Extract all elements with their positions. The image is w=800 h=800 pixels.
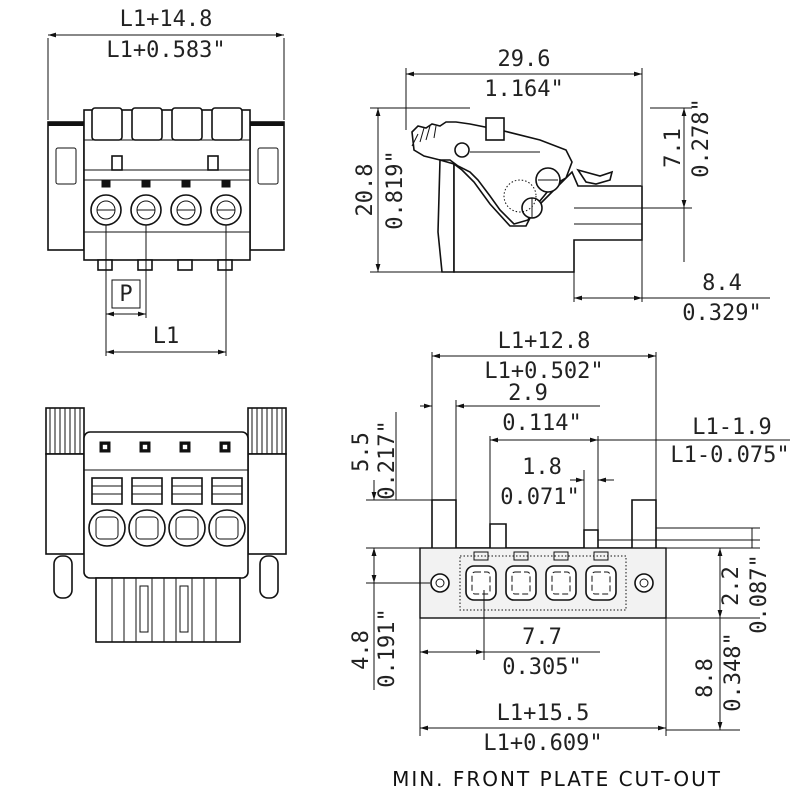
side-view: 29.6 1.164" 20.8 0.819" 7.1 (353, 47, 770, 326)
dim-cutout-ear-in: 0.114" (502, 411, 581, 436)
dim-cutout-hole-in: 0.087" (747, 554, 772, 633)
front-view: L1+14.8 L1+0.583" (47, 7, 285, 356)
right-ribbed-latch (247, 407, 287, 555)
dim-pitch: P (119, 282, 132, 307)
dim-side-depth-in: 0.329" (682, 301, 761, 326)
dim-side-height-mm: 20.8 (353, 164, 378, 217)
dim-cutout-step-mm: 1.8 (522, 455, 562, 480)
dim-cutout-total-h-in: 0.348" (721, 632, 746, 711)
dim-side-depth-mm: 8.4 (702, 271, 742, 296)
dim-cutout-base-in: L1+0.609" (483, 731, 602, 756)
dim-front-width-mm: L1+14.8 (120, 7, 213, 32)
cutout-caption: MIN. FRONT PLATE CUT-OUT (392, 767, 722, 791)
dim-side-flange-mm: 7.1 (661, 128, 686, 168)
dim-l1: L1 (153, 324, 180, 349)
dim-cutout-slot-mm: L1-1.9 (692, 415, 771, 440)
dim-cutout-slot-in: L1-0.075" (670, 443, 789, 468)
left-latch-plate (47, 121, 85, 251)
dim-cutout-hole-dist-in: 0.305" (502, 655, 581, 680)
dim-cutout-step-in: 0.071" (500, 485, 579, 510)
dim-cutout-low-h-mm: 4.8 (349, 630, 374, 670)
dim-side-flange-in: 0.278" (689, 98, 714, 177)
dim-side-length-mm: 29.6 (498, 47, 551, 72)
dim-cutout-total-h-mm: 8.8 (693, 658, 718, 698)
dim-cutout-hole-mm: 2.2 (719, 566, 744, 606)
dim-cutout-low-h-in: 0.191" (375, 608, 400, 687)
dim-cutout-top-h-mm: 5.5 (349, 432, 374, 472)
right-latch-plate (249, 121, 285, 251)
back-view (45, 407, 287, 643)
left-ribbed-latch (45, 407, 85, 555)
dim-side-height-in: 0.819" (383, 150, 408, 229)
cutout-view: L1+12.8 L1+0.502" 2.9 0.114" L1-1.9 L1-0… (349, 329, 790, 791)
dim-cutout-overall-mm: L1+12.8 (498, 329, 591, 354)
dim-cutout-hole-dist-mm: 7.7 (522, 625, 562, 650)
front-plate (419, 547, 667, 619)
dim-cutout-ear-mm: 2.9 (508, 381, 548, 406)
dim-side-length-in: 1.164" (484, 77, 563, 102)
release-buttons (84, 107, 250, 141)
screw-terminal-icon (90, 180, 242, 226)
dim-cutout-overall-in: L1+0.502" (484, 359, 603, 384)
dim-cutout-base-mm: L1+15.5 (497, 701, 590, 726)
dim-front-width-in: L1+0.583" (106, 38, 225, 63)
